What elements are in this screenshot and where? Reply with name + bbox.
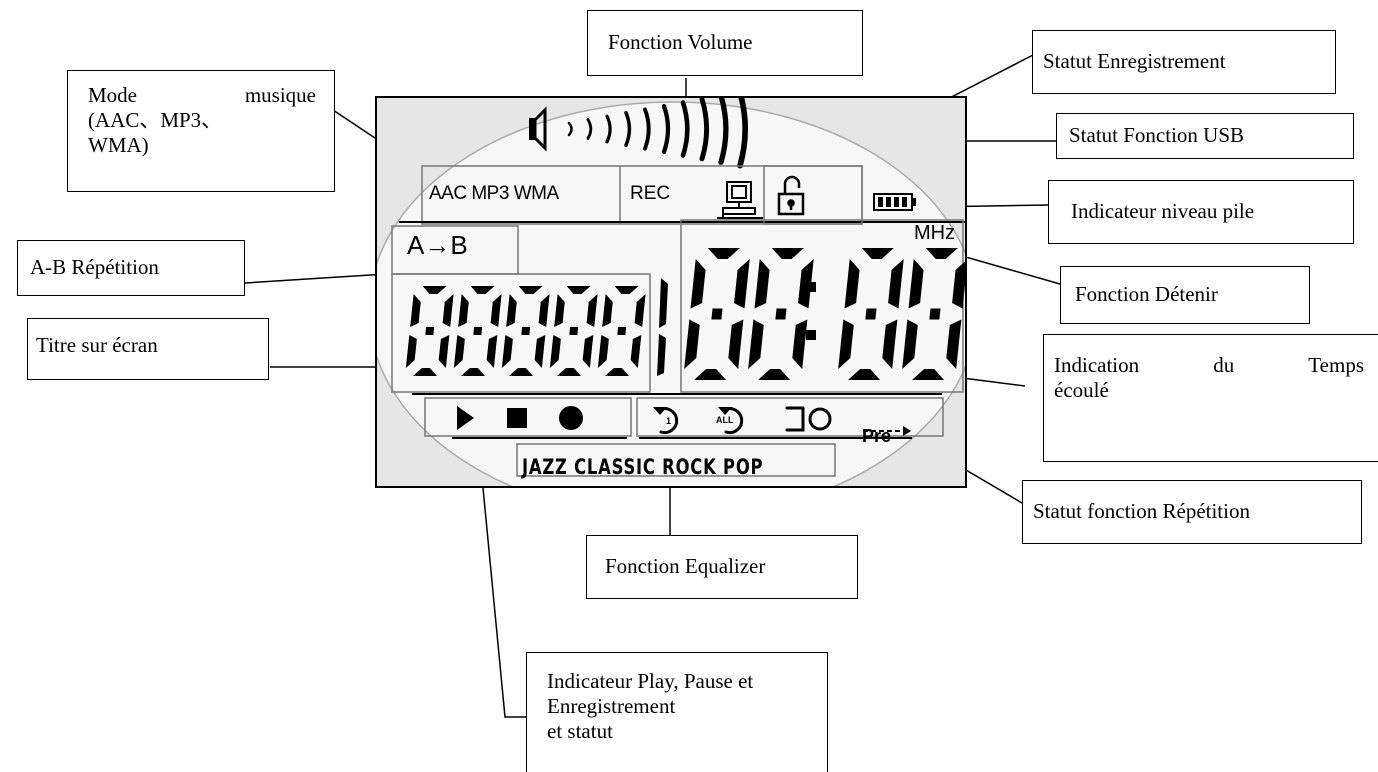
callout-music-mode-text-1b: musique [244,83,316,107]
volume-bar [699,98,710,162]
volume-bar [586,118,593,140]
lock-icon [777,175,805,216]
lcd-oval [377,101,965,486]
equalizer-modes: JAZZ CLASSIC ROCK POP [522,455,764,479]
callout-volume: Fonction Volume [587,10,863,76]
ab-label: A→B [407,230,468,260]
lcd-graphics: 1 ALL [377,98,965,486]
volume-bar [718,98,729,165]
codec-labels: AAC MP3 WMA [429,183,559,204]
repeat-frame [636,397,944,437]
transport-frame [424,397,632,437]
repeat-folder-icon [785,406,832,432]
callout-elapsed-text-2: écoulé [1054,378,1109,403]
volume-bar [567,121,573,137]
callout-elapsed-text-1b: du [1213,353,1235,377]
callout-usb-status: Statut Fonction USB [1056,113,1354,159]
stop-icon [507,408,527,428]
time-digit [748,248,814,380]
callout-battery-text: Indicateur niveau pile [1071,199,1255,224]
callout-screen-title-text: Titre sur écran [36,333,158,357]
volume-bar [643,107,651,151]
title-digit [549,286,598,376]
volume-bar [624,111,632,147]
callout-play-text-2: et statut [547,719,613,744]
callout-equalizer-text: Fonction Equalizer [605,554,766,579]
time-digit [684,248,750,380]
callout-repeat-status: Statut fonction Répétition [1022,480,1362,544]
rec-label: REC [630,183,671,204]
time-digit [902,248,965,380]
record-icon [559,406,583,430]
callout-screen-title: Titre sur écran [27,318,269,380]
pre-arrow-icon [863,426,911,436]
callout-repeat-status-text: Statut fonction Répétition [1033,499,1250,524]
play-icon [457,406,474,430]
callout-music-mode: Mode musique (AAC、MP3、 WMA) [67,70,335,192]
leader-play [477,435,526,718]
time-colon [806,282,816,340]
title-display [405,286,646,376]
callout-usb-status-text: Statut Fonction USB [1069,123,1245,148]
callout-equalizer: Fonction Equalizer [586,535,858,599]
lcd-panel: 1 ALL AAC MP3 WMA REC A→B MHz Pre JAZZ C… [375,96,967,488]
title-digit [597,286,646,376]
callout-battery: Indicateur niveau pile [1048,180,1354,244]
callout-hold-text: Fonction Détenir [1075,282,1218,307]
time-display [684,248,965,380]
title-digit [405,286,454,376]
callout-play-status: Indicateur Play, Pause et Enregistrement… [526,652,828,772]
callout-elapsed-text-1a: Indication [1054,353,1140,377]
repeat-one-label: 1 [666,416,671,426]
time-frame [680,219,964,393]
battery-icon [873,193,916,211]
equalizer-frame [516,443,836,477]
callout-music-mode-text-3: WMA) [88,133,149,158]
callout-recording-status: Statut Enregistrement [1032,30,1336,94]
repeat-all-label: ALL [716,415,734,425]
callout-hold: Fonction Détenir [1060,266,1310,324]
mhz-label: MHz [914,222,956,244]
usb-computer-icon [717,181,763,219]
pre-label: Pre [862,426,892,446]
volume-bar [680,100,690,158]
volume-bar [605,114,612,144]
digit-one-segment [657,278,668,376]
time-digit [838,248,904,380]
leader-ab-repeat [244,273,387,284]
title-digit [453,286,502,376]
callout-elapsed-text-1c: Temps [1308,353,1364,377]
callout-ab-repeat: A-B Répétition [17,240,245,296]
volume-bar [661,103,671,155]
callout-elapsed-time: Indication du Temps écoulé [1043,334,1378,462]
volume-bar [737,98,748,169]
title-frame [391,273,651,393]
volume-bars [567,98,748,169]
callout-music-mode-text-1: Mode [88,83,137,107]
callout-volume-text: Fonction Volume [608,30,753,55]
callout-ab-repeat-text: A-B Répétition [30,255,159,280]
repeat-all-icon [718,407,744,435]
title-digit [501,286,550,376]
callout-music-mode-text-2: (AAC、MP3、 [88,108,223,133]
callout-play-text-1: Indicateur Play, Pause et Enregistrement [547,669,754,719]
speaker-icon [529,106,547,152]
repeat-one-icon [653,407,679,435]
callout-recording-status-text: Statut Enregistrement [1043,49,1226,74]
